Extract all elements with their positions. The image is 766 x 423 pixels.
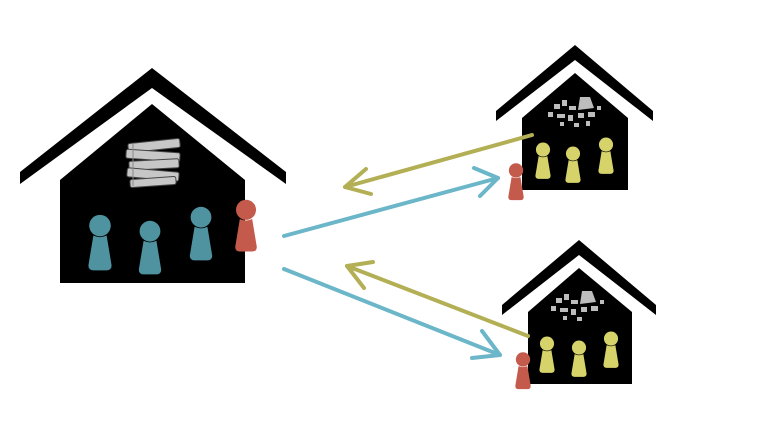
scrap-pile-icon (548, 97, 601, 127)
arrow-lower-to-main (345, 260, 530, 338)
arrow-main-to-lower (282, 267, 502, 360)
upper-pawn-red (508, 163, 524, 201)
lower-house-roof (502, 240, 656, 315)
arrow-upper-to-main (343, 133, 534, 196)
upper-right-house (496, 45, 653, 201)
books-icon (125, 138, 181, 188)
scrap-pile-icon-lower (551, 291, 604, 321)
main-house (20, 68, 286, 283)
arrow-main-to-upper (282, 166, 500, 238)
upper-house-roof (496, 45, 653, 121)
lower-right-house (502, 240, 656, 390)
